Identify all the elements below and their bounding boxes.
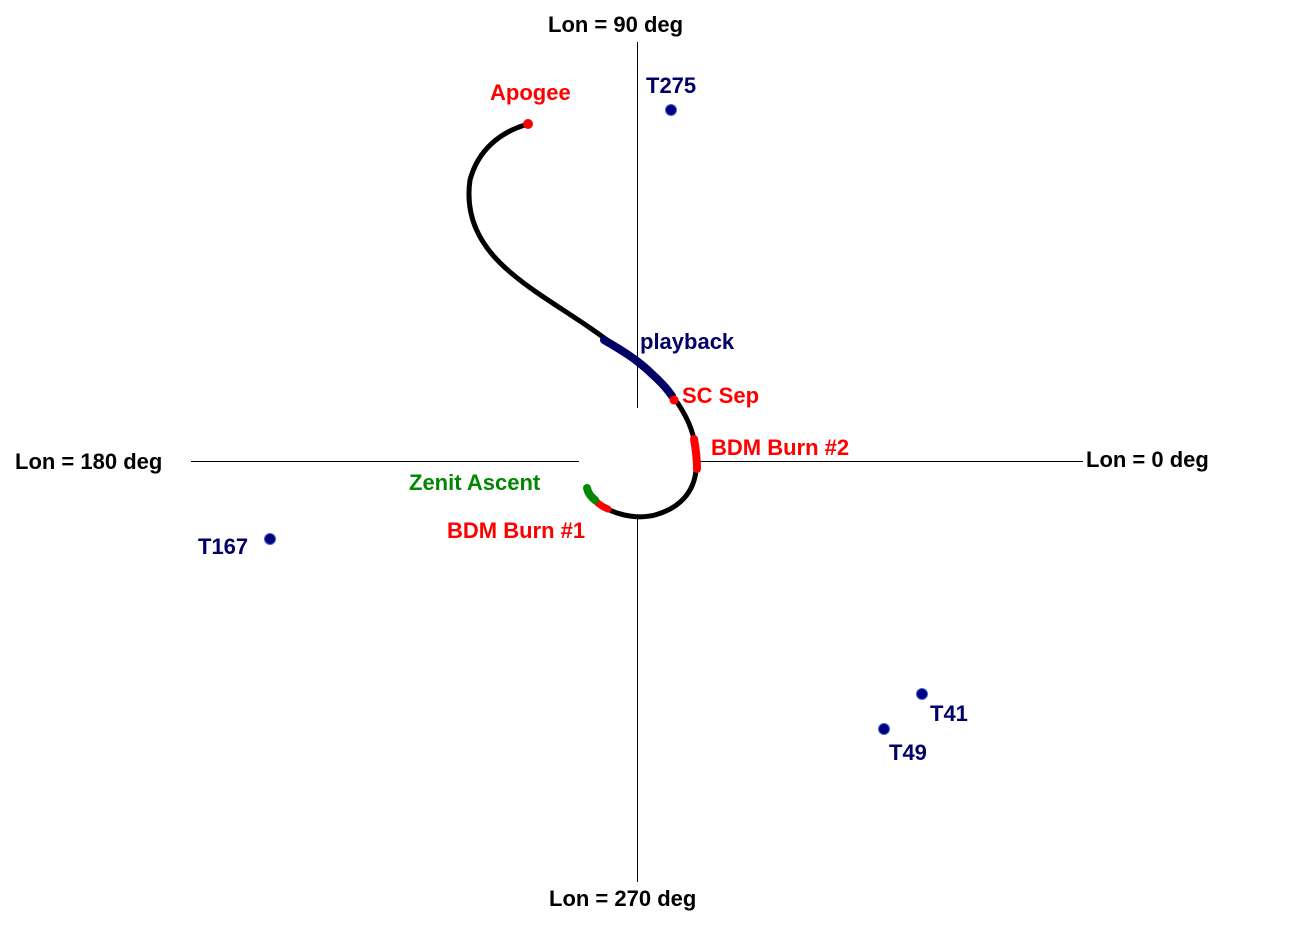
apogee-marker — [523, 119, 533, 129]
station-label-t41: T41 — [930, 701, 968, 726]
sc-sep-marker — [669, 395, 679, 405]
trajectory-path — [466, 121, 699, 520]
axis-label-lon-270: Lon = 270 deg — [549, 886, 696, 911]
station-marker-t49 — [878, 723, 890, 735]
bdm-burn-2-label: BDM Burn #2 — [711, 435, 849, 460]
playback-label: playback — [640, 329, 735, 354]
station-label-t167: T167 — [198, 534, 248, 559]
sc-sep-label: SC Sep — [682, 383, 759, 408]
playback-segment — [600, 336, 676, 400]
station-label-t275: T275 — [646, 73, 696, 98]
axes — [191, 42, 1083, 882]
station-marker-t275 — [665, 104, 677, 116]
bdm-burn-2-segment — [690, 435, 701, 473]
axis-label-lon-90: Lon = 90 deg — [548, 12, 683, 37]
station-label-t49: T49 — [889, 740, 927, 765]
station-marker-t41 — [916, 688, 928, 700]
axis-label-lon-180: Lon = 180 deg — [15, 449, 162, 474]
zenit-ascent-label: Zenit Ascent — [409, 470, 541, 495]
bdm-burn-1-label: BDM Burn #1 — [447, 518, 585, 543]
zenit-ascent-segment — [583, 484, 599, 504]
apogee-label: Apogee — [490, 80, 571, 105]
station-marker-t167 — [264, 533, 276, 545]
axis-label-lon-0: Lon = 0 deg — [1086, 447, 1209, 472]
